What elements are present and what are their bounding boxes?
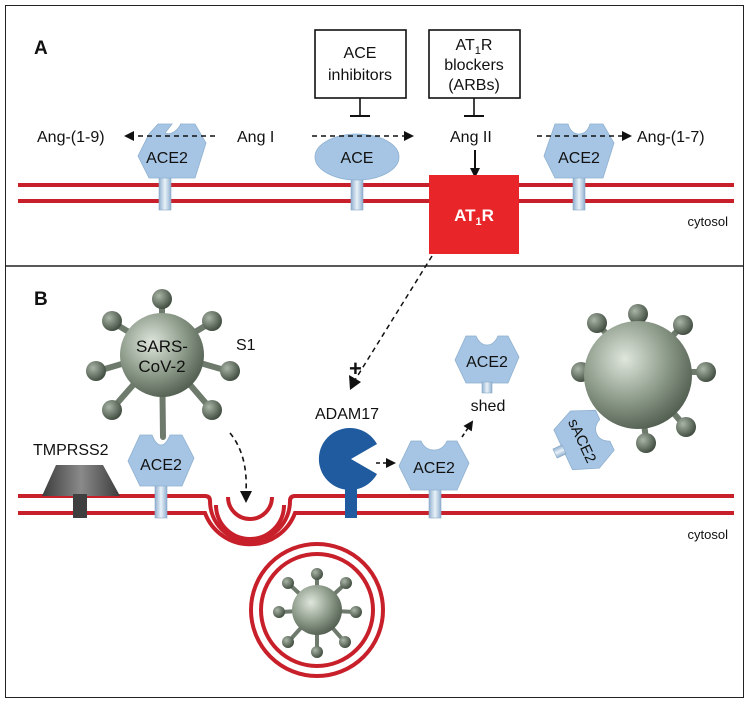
virus-label-line2: CoV-2 [138,357,185,376]
ace2-left: ACE2 [137,123,207,179]
adam17-label: ADAM17 [315,406,379,423]
endosome [249,542,385,678]
ace2-left-stem [158,176,172,211]
panel-a-label: A [34,38,48,59]
arrow-endocytosis-head [240,491,252,503]
ang-1-7-label: Ang-(1-7) [637,129,705,146]
membrane-b [18,494,734,547]
ang-2-label: Ang II [450,129,492,146]
cytosol-label-b: cytosol [688,527,729,542]
arb-box: AT1R blockers (ARBs) [428,29,521,117]
virus-sace2-complex: sACE2 [552,304,716,471]
ang-1-label: Ang I [237,129,274,146]
arb-line2: blockers [444,57,504,74]
s1-label: S1 [236,337,256,354]
ace2-left-label: ACE2 [146,150,188,167]
at1r-label: AT1R [454,206,494,228]
arrow-endocytosis [229,432,247,493]
ace2-shed: ACE2 [454,335,520,394]
cytosol-label-a: cytosol [688,214,729,229]
ace-label: ACE [341,150,374,167]
adam17-stem [345,485,357,518]
ace2-right-stem [572,176,586,211]
figure-frame [5,5,744,698]
ace-inhibitors-box: ACE inhibitors [314,29,407,117]
ang-1-9-label: Ang-(1-9) [37,129,105,146]
endosome-virus [273,568,362,658]
adam17: ADAM17 [315,406,379,491]
sars-cov-2-virus: SARS- CoV-2 [86,289,240,440]
ace2-right: ACE2 [543,123,615,179]
arrow-at1r-to-adam17-head [349,375,361,390]
arrow-at1r-to-adam17 [354,255,433,381]
membrane-a [18,183,734,203]
ace2-shed-label: ACE2 [466,354,508,371]
shed-label: shed [471,398,506,415]
ace2-bound-stem [154,484,168,519]
ace-inhibitors-line2: inhibitors [328,67,392,84]
tmprss2-label: TMPRSS2 [33,442,109,459]
ace2-right-label: ACE2 [558,150,600,167]
ace-stem [350,176,364,211]
at1r-receptor: AT1R [429,175,519,254]
panel-b-label: B [34,289,48,310]
tmprss2: TMPRSS2 [33,442,120,518]
plus-sign: + [349,356,362,381]
ace2-bound-label: ACE2 [140,457,182,474]
arb-line3: (ARBs) [448,77,500,94]
ace-inhibitors-line1: ACE [344,45,377,62]
ace2-cleaved-label: ACE2 [413,460,455,477]
ace2-bound: ACE2 [127,434,195,487]
ace2-cleaved: ACE2 [398,440,470,491]
arrow-shedding [461,420,474,438]
virus-label-line1: SARS- [136,337,188,356]
arb-line1: AT1R [456,37,493,57]
ace-enzyme: ACE [314,133,400,181]
sace2: sACE2 [552,409,615,471]
